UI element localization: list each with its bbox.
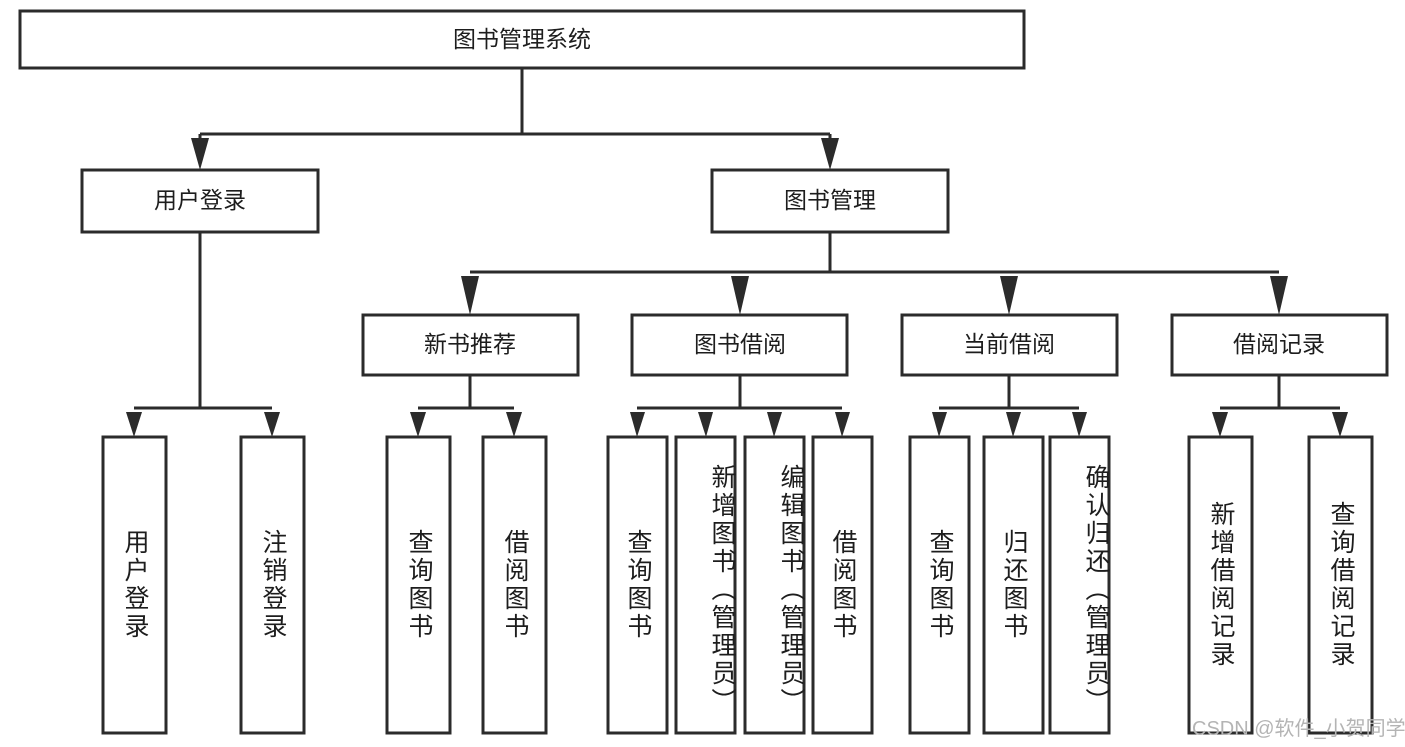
- node-current-borrow-box[interactable]: [900, 313, 1119, 377]
- arrowhead-current-borrow: [1000, 276, 1018, 315]
- arrowhead-leaf-rec-add-record: [1212, 412, 1228, 437]
- node-root-box[interactable]: [18, 9, 1026, 70]
- arrowhead-leaf-cur-confirm-return: [1072, 412, 1087, 437]
- arrowhead-leaf-bor-borrow-book: [835, 412, 850, 437]
- node-borrow-record-box[interactable]: [1170, 313, 1389, 377]
- node-leaf-bor-add-book-box[interactable]: [674, 435, 737, 735]
- node-leaf-rec-borrow-book-box[interactable]: [481, 435, 548, 735]
- node-current-borrow[interactable]: 当前借阅: [900, 313, 1119, 377]
- arrowhead-user-login: [191, 138, 209, 170]
- arrowhead-leaf-user-logout: [264, 412, 280, 437]
- node-leaf-rec-add-record-box[interactable]: [1187, 435, 1254, 735]
- node-leaf-user-login-box[interactable]: [101, 435, 168, 735]
- arrowhead-leaf-rec-query-record: [1332, 412, 1348, 437]
- node-leaf-cur-confirm-return-box[interactable]: [1048, 435, 1111, 735]
- node-new-book-rec-box[interactable]: [361, 313, 580, 377]
- node-borrow-record-label: 借阅记录: [1233, 331, 1325, 357]
- csdn-watermark: CSDN @软件_小贺同学: [1192, 718, 1405, 740]
- arrowhead-leaf-bor-add-book: [698, 412, 713, 437]
- arrowhead-leaf-bor-edit-book: [767, 412, 782, 437]
- node-borrow-record[interactable]: 借阅记录: [1170, 313, 1389, 377]
- arrowhead-leaf-rec-borrow-book: [506, 412, 522, 437]
- node-leaf-user-logout-box[interactable]: [239, 435, 306, 735]
- node-book-borrow-label: 图书借阅: [694, 331, 786, 357]
- node-book-manage-label: 图书管理: [784, 187, 876, 213]
- node-leaf-bor-borrow-book-box[interactable]: [811, 435, 874, 735]
- node-new-book-rec-label: 新书推荐: [424, 331, 516, 357]
- node-root[interactable]: 图书管理系统: [18, 9, 1026, 70]
- arrowhead-leaf-bor-query-book: [630, 412, 645, 437]
- node-new-book-rec[interactable]: 新书推荐: [361, 313, 580, 377]
- node-book-borrow-box[interactable]: [630, 313, 849, 377]
- node-leaf-bor-query-book-box[interactable]: [606, 435, 669, 735]
- node-current-borrow-label: 当前借阅: [963, 331, 1055, 357]
- arrowhead-borrow-record: [1270, 276, 1288, 315]
- node-book-manage[interactable]: 图书管理: [710, 168, 950, 234]
- node-leaf-rec-query-book-box[interactable]: [385, 435, 452, 735]
- node-user-login[interactable]: 用户登录: [80, 168, 320, 234]
- arrowhead-book-manage: [821, 138, 839, 170]
- arrowhead-leaf-rec-query-book: [410, 412, 426, 437]
- connectors-layer: [126, 68, 1348, 437]
- node-root-label: 图书管理系统: [453, 26, 591, 52]
- leaf-boxes-layer: [101, 435, 1374, 735]
- arrowhead-leaf-user-login: [126, 412, 142, 437]
- node-leaf-bor-edit-book-box[interactable]: [743, 435, 806, 735]
- node-user-login-box[interactable]: [80, 168, 320, 234]
- node-leaf-cur-query-book-box[interactable]: [908, 435, 971, 735]
- node-book-borrow[interactable]: 图书借阅: [630, 313, 849, 377]
- arrowhead-leaf-cur-return-book: [1006, 412, 1021, 437]
- node-user-login-label: 用户登录: [154, 187, 246, 213]
- node-book-manage-box[interactable]: [710, 168, 950, 234]
- node-leaf-rec-query-record-box[interactable]: [1307, 435, 1374, 735]
- arrowhead-book-borrow: [731, 276, 749, 315]
- arrowhead-new-book-rec: [461, 276, 479, 315]
- node-leaf-cur-return-book-box[interactable]: [982, 435, 1045, 735]
- arrowhead-leaf-cur-query-book: [932, 412, 947, 437]
